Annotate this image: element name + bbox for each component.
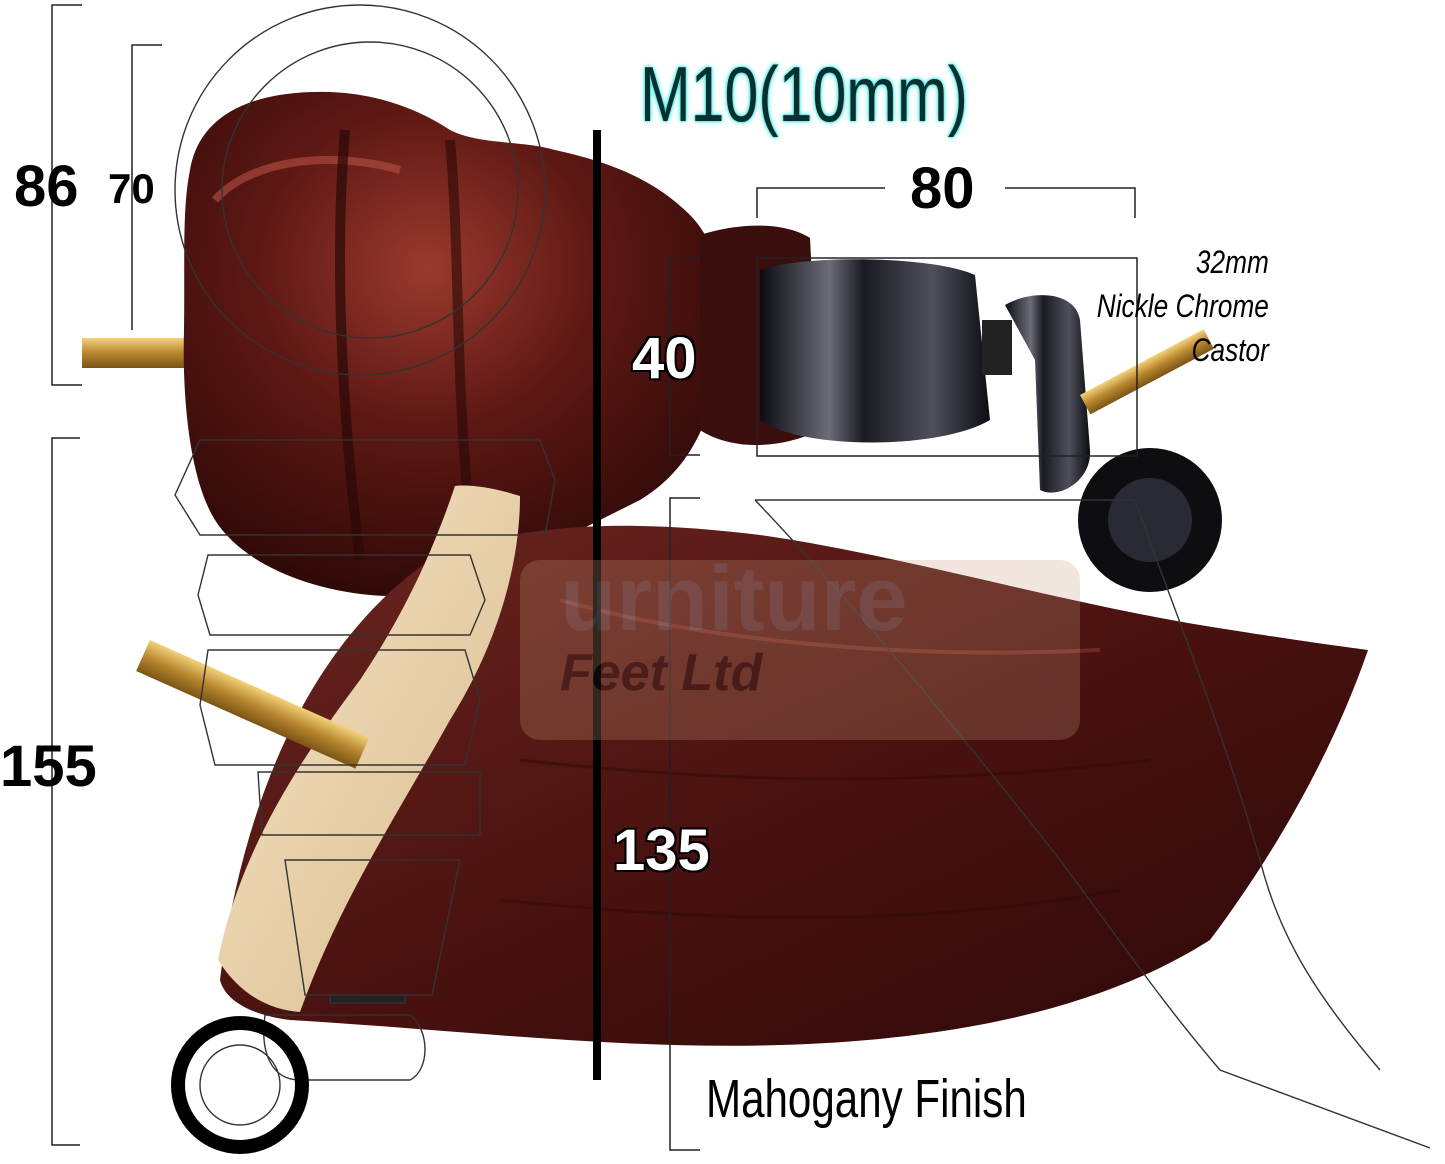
base-thread-bolt — [136, 640, 370, 769]
base-body — [220, 525, 1368, 1046]
svg-text:Feet Ltd: Feet Ltd — [560, 644, 763, 702]
bun-foot — [82, 91, 724, 596]
watermark-logo: urniture Feet Ltd — [520, 548, 1080, 740]
castor-line1: Nickle Chrome — [1096, 288, 1269, 324]
dimension-86: 86 — [14, 154, 79, 219]
castor-line2: Castor — [1191, 332, 1269, 368]
thread-size-title: M10(10mm) — [640, 50, 968, 138]
outline-drawing — [171, 4, 1431, 1154]
svg-text:urniture: urniture — [560, 548, 908, 650]
castor-size: 32mm — [1196, 244, 1269, 280]
mahogany-base — [136, 485, 1368, 1046]
dimension-lines — [51, 4, 1138, 1151]
bun-outline-inner — [221, 41, 519, 339]
bun-thread-bolt — [82, 338, 192, 368]
base-end-grain — [218, 485, 520, 1012]
castor-label: 32mm Nickle Chrome Castor — [1097, 240, 1269, 372]
dimension-40: 40 — [632, 326, 697, 391]
dimension-155: 155 — [0, 734, 97, 799]
dimension-80: 80 — [910, 156, 975, 221]
castor-cup-chrome — [760, 259, 990, 443]
bun-outline-outer — [174, 4, 546, 376]
bun-body — [183, 91, 724, 596]
castor-cup — [700, 225, 1222, 592]
dimension-70: 70 — [108, 165, 155, 212]
castor-outline — [263, 1014, 426, 1081]
castor-fork — [1005, 295, 1091, 493]
finish-label: Mahogany Finish — [706, 1069, 1027, 1129]
dimension-135: 135 — [613, 818, 710, 883]
castor-wheel-outline — [171, 1016, 309, 1154]
leg-outline — [174, 439, 556, 996]
